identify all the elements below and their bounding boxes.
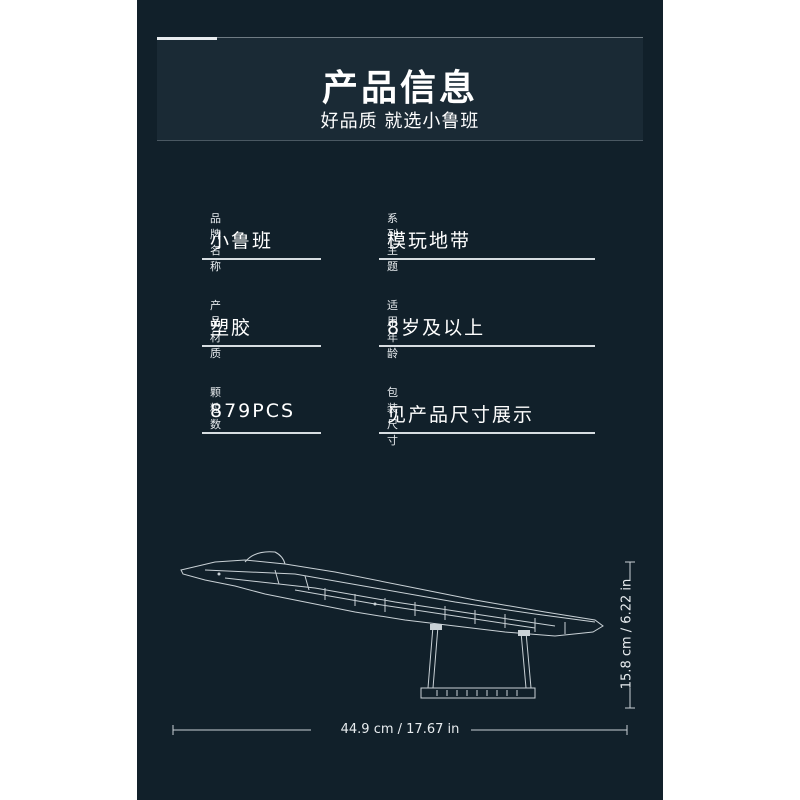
width-dimension-line xyxy=(172,725,628,735)
spec-label: 适用年龄 xyxy=(387,299,398,360)
spec-value: 塑胶 xyxy=(210,317,253,339)
spec-label: 产品材质 xyxy=(210,299,221,360)
height-dimension-text: 15.8 cm / 6.22 in xyxy=(619,578,635,690)
spec-value: 小鲁班 xyxy=(210,230,274,252)
spec-underline xyxy=(379,345,595,347)
page-subtitle: 好品质 就选小鲁班 xyxy=(320,111,480,132)
spec-underline xyxy=(379,258,595,260)
height-dimension-label: 15.8 cm / 6.22 in xyxy=(612,560,642,708)
width-dimension-label: 44.9 cm / 17.67 in xyxy=(340,722,460,737)
spec-value: 模玩地带 xyxy=(387,230,472,252)
spec-underline xyxy=(202,345,321,347)
height-dimension-line xyxy=(625,561,635,709)
spec-value: 见产品尺寸展示 xyxy=(387,404,535,426)
header-top-rule xyxy=(157,37,643,38)
spec-label: 品牌名称 xyxy=(210,212,221,273)
spec-value: 879PCS xyxy=(210,400,296,422)
spec-label: 包装尺寸 xyxy=(387,386,398,447)
spec-underline xyxy=(202,258,321,260)
spec-value: 8岁及以上 xyxy=(387,317,486,339)
spec-underline xyxy=(379,432,595,434)
header-banner: 产品信息 好品质 就选小鲁班 xyxy=(157,37,643,141)
header-accent-rule xyxy=(157,37,217,40)
ship-model-illustration xyxy=(180,551,604,699)
spec-label: 颗粒数 xyxy=(210,386,221,431)
spec-label: 系列主题 xyxy=(387,212,398,273)
product-info-panel: 产品信息 好品质 就选小鲁班 品牌名称 小鲁班 系列主题 模玩地带 产品材质 塑… xyxy=(137,0,663,800)
spec-underline xyxy=(202,432,321,434)
page-title: 产品信息 xyxy=(321,68,478,109)
header-bottom-rule xyxy=(157,140,643,141)
